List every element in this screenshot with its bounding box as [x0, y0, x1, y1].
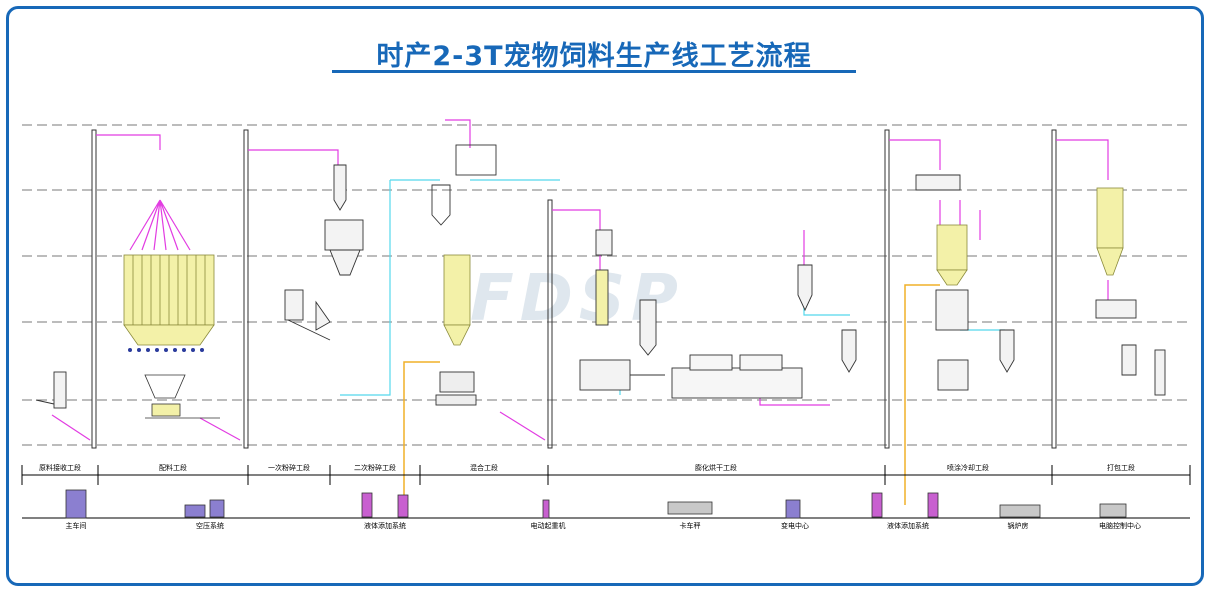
section-label-intake: 原料接收工段	[39, 464, 81, 472]
extruder	[579, 229, 665, 391]
control-center-icon	[1099, 503, 1127, 518]
coating-bins	[936, 224, 968, 286]
section-axis	[21, 465, 1191, 485]
section-label-first-grind: 一次粉碎工段	[268, 464, 310, 472]
dust-collector	[431, 144, 497, 226]
cyclones-right	[797, 264, 1015, 373]
section-label-batching: 配料工段	[159, 464, 187, 472]
facility-label-truck-scale: 卡车秤	[679, 522, 701, 530]
conveyor-lines	[51, 119, 1109, 441]
facility-label-liquid-system-2: 液体添加系统	[887, 522, 929, 530]
bucket-elevators	[91, 129, 1057, 449]
title-underline	[332, 70, 856, 73]
liquid-system-icon-1	[361, 492, 409, 518]
hammer-mill	[284, 289, 331, 341]
facility-label-power-center: 变电中心	[781, 522, 809, 530]
facility-icons	[65, 489, 1127, 519]
facility-label-liquid-system-1: 液体添加系统	[364, 522, 406, 530]
section-label-mixing: 混合工段	[470, 464, 498, 472]
mixer	[435, 371, 477, 406]
bin-discharge	[128, 348, 204, 352]
packing-machine	[1095, 299, 1166, 396]
diagram-frame	[6, 6, 1204, 586]
intake-pit	[35, 371, 67, 409]
boiler-room-icon	[999, 504, 1041, 518]
cooler	[915, 174, 969, 391]
liquid-lines	[403, 284, 940, 505]
truck-scale-icon	[667, 501, 713, 515]
crane-icon	[542, 499, 550, 519]
batching-bins	[123, 254, 215, 346]
section-label-packing: 打包工段	[1107, 464, 1135, 472]
pulverizer	[324, 164, 364, 276]
liquid-system-icon-2	[871, 492, 939, 518]
packing-bins	[1096, 187, 1124, 276]
facility-label-main-workshop: 主车间	[65, 522, 87, 530]
section-label-second-grind: 二次粉碎工段	[354, 464, 396, 472]
mixing-bins	[443, 254, 471, 346]
facility-label-boiler-room: 锅炉房	[1007, 522, 1029, 530]
section-label-extrude-dry: 膨化烘干工段	[695, 464, 737, 472]
dryer	[671, 354, 803, 399]
facility-label-air-compressor: 空压系统	[196, 522, 224, 530]
air-compressor-icon	[184, 499, 225, 518]
section-label-coat-cool: 喷涂冷却工段	[947, 464, 989, 472]
facility-label-crane: 电动起重机	[530, 522, 566, 530]
batching-scale	[144, 374, 220, 419]
power-center-icon	[785, 499, 801, 519]
main-workshop-icon	[65, 489, 87, 519]
facility-label-control-center: 电脑控制中心	[1099, 522, 1141, 530]
page-title: 时产2-3T宠物饲料生产线工艺流程	[376, 41, 812, 72]
